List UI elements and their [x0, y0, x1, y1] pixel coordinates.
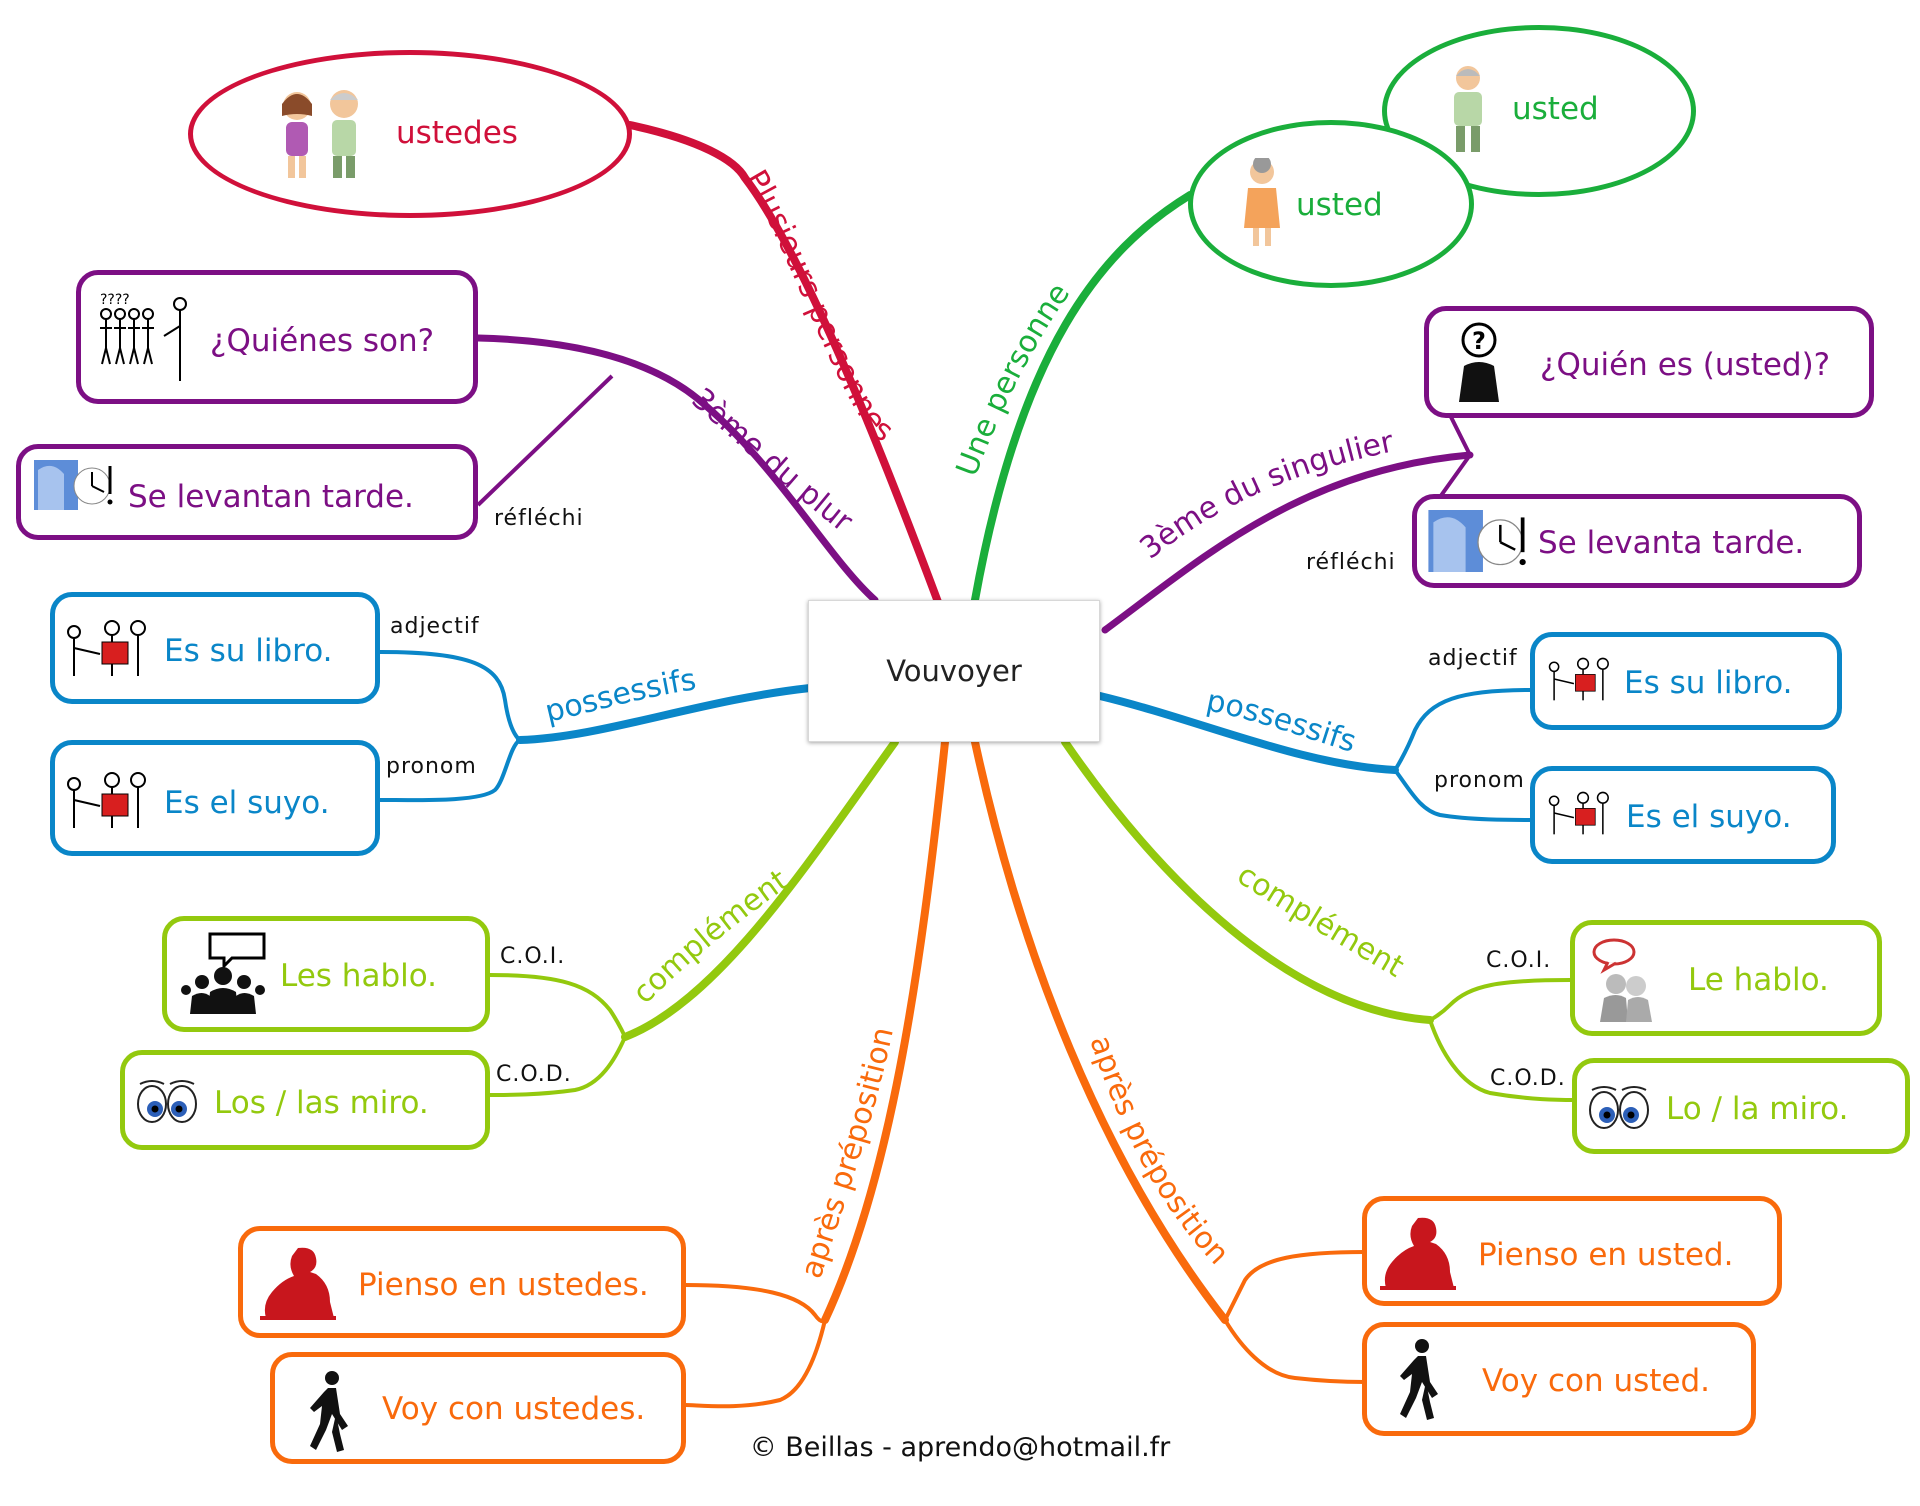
central-topic-label: Vouvoyer	[886, 654, 1022, 688]
question-person-icon: ?	[1459, 322, 1499, 402]
give-book-icon	[1548, 657, 1609, 701]
credit-footer: © Beillas - aprendo@hotmail.fr	[749, 1432, 1171, 1463]
node-pienso-en-usted-label: Pienso en usted.	[1478, 1237, 1734, 1273]
group-speech-icon	[181, 932, 266, 1014]
node-quien-es-label: ¿Quién es (usted)?	[1540, 347, 1831, 383]
svg-text:????: ????	[100, 292, 130, 308]
give-book-icon	[67, 772, 146, 828]
node-pienso-en-ustedes-label: Pienso en ustedes.	[358, 1267, 649, 1303]
node-quienes-son-label: ¿Quiénes son?	[210, 323, 435, 359]
eyes-icon	[1589, 1086, 1649, 1129]
node-usted-bottom-label: usted	[1296, 187, 1383, 223]
node-es-el-suyo-left-label: Es el suyo.	[164, 785, 330, 821]
alarm-clock-icon	[34, 460, 113, 510]
label-adjectif-right: adjectif	[1428, 646, 1518, 671]
whisper-icon	[1592, 938, 1652, 1022]
node-lo-la-miro-label: Lo / la miro.	[1666, 1091, 1849, 1127]
label-coi-left: C.O.I.	[500, 944, 566, 969]
eyes-icon	[137, 1080, 197, 1123]
node-usted-bottom[interactable]	[1188, 120, 1474, 288]
thinker-icon	[1380, 1217, 1456, 1290]
node-les-hablo-label: Les hablo.	[280, 958, 438, 994]
central-topic[interactable]: Vouvoyer	[808, 600, 1100, 742]
label-pronom-left: pronom	[386, 754, 477, 779]
branch-possessifs-left: possessifs	[542, 662, 699, 729]
node-los-las-miro-label: Los / las miro.	[214, 1085, 429, 1121]
give-book-icon	[1548, 791, 1609, 835]
branch-apres-preposition-right: après préposition	[1082, 1031, 1235, 1271]
node-se-levanta-label: Se levanta tarde.	[1538, 525, 1805, 561]
label-cod-left: C.O.D.	[496, 1062, 572, 1087]
branch-3eme-singulier: 3ème du singulier	[1134, 424, 1398, 566]
thinker-icon	[260, 1247, 336, 1320]
node-ustedes[interactable]	[188, 50, 632, 218]
node-quien-es[interactable]	[1424, 306, 1874, 418]
node-voy-con-ustedes-label: Voy con ustedes.	[382, 1391, 646, 1427]
question-group-icon: ????	[100, 292, 187, 381]
label-coi-right: C.O.I.	[1486, 948, 1552, 973]
node-quienes-son[interactable]	[76, 270, 478, 404]
branch-plusieurs-personnes: Plusieurs personnes	[738, 164, 900, 449]
couple-icon	[282, 90, 358, 178]
grandfather-icon	[1454, 66, 1482, 152]
node-es-su-libro-right-label: Es su libro.	[1624, 665, 1793, 701]
label-reflechi-right: réfléchi	[1306, 550, 1396, 575]
node-voy-con-usted-label: Voy con usted.	[1482, 1363, 1711, 1399]
node-es-su-libro-left-label: Es su libro.	[164, 633, 333, 669]
node-usted-top-label: usted	[1512, 91, 1599, 127]
node-le-hablo-label: Le hablo.	[1688, 962, 1829, 998]
node-es-el-suyo-right-label: Es el suyo.	[1626, 799, 1792, 835]
label-cod-right: C.O.D.	[1490, 1066, 1566, 1091]
label-adjectif-left: adjectif	[390, 614, 480, 639]
alarm-clock-icon	[1428, 510, 1526, 572]
node-los-las-miro[interactable]	[120, 1050, 490, 1150]
node-se-levantan-label: Se levantan tarde.	[128, 479, 414, 515]
grandmother-icon	[1244, 158, 1280, 246]
svg-text:?: ?	[1472, 327, 1486, 355]
walking-person-icon	[1400, 1339, 1438, 1420]
node-ustedes-label: ustedes	[396, 115, 518, 151]
label-reflechi-left: réfléchi	[494, 506, 584, 531]
label-pronom-right: pronom	[1434, 768, 1525, 793]
walking-person-icon	[310, 1371, 348, 1452]
give-book-icon	[67, 620, 146, 676]
